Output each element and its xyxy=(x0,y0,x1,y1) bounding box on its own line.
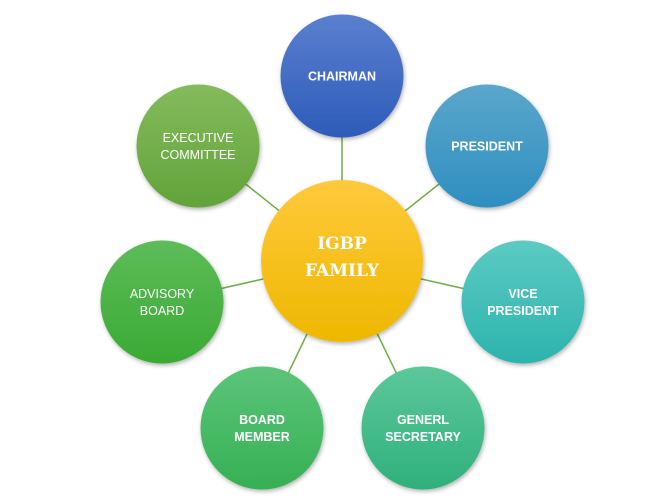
node-label: COMMITTEE xyxy=(161,148,236,162)
node-label: EXECUTIVE xyxy=(163,131,234,145)
node-generl-secretary: GENERL SECRETARY xyxy=(361,366,485,490)
node-circle xyxy=(200,366,324,490)
node-advisory-board: ADVISORY BOARD xyxy=(100,240,224,364)
node-circle xyxy=(136,84,260,208)
node-board-member: BOARD MEMBER xyxy=(200,366,324,490)
node-vice-president: VICE PRESIDENT xyxy=(461,240,585,364)
node-label: GENERL xyxy=(397,413,449,427)
node-chairman: CHAIRMAN xyxy=(280,14,404,138)
node-label: BOARD xyxy=(239,413,285,427)
node-circle xyxy=(100,240,224,364)
center-label: IGBP xyxy=(317,234,367,254)
node-circle xyxy=(461,240,585,364)
node-label: MEMBER xyxy=(234,430,290,444)
node-label: CHAIRMAN xyxy=(308,70,376,84)
node-circle xyxy=(280,14,404,138)
center-circle xyxy=(261,180,423,342)
node-president: PRESIDENT xyxy=(425,84,549,208)
node-circle xyxy=(361,366,485,490)
center-label: FAMILY xyxy=(305,261,380,281)
node-label: BOARD xyxy=(140,304,184,318)
node-label: ADVISORY xyxy=(130,287,195,301)
center-node: IGBP FAMILY xyxy=(261,180,423,342)
node-executive-committee: EXECUTIVE COMMITTEE xyxy=(136,84,260,208)
node-label: PRESIDENT xyxy=(451,140,523,154)
node-label: PRESIDENT xyxy=(487,304,559,318)
node-label: VICE xyxy=(508,287,537,301)
node-label: SECRETARY xyxy=(385,430,461,444)
node-circle xyxy=(425,84,549,208)
